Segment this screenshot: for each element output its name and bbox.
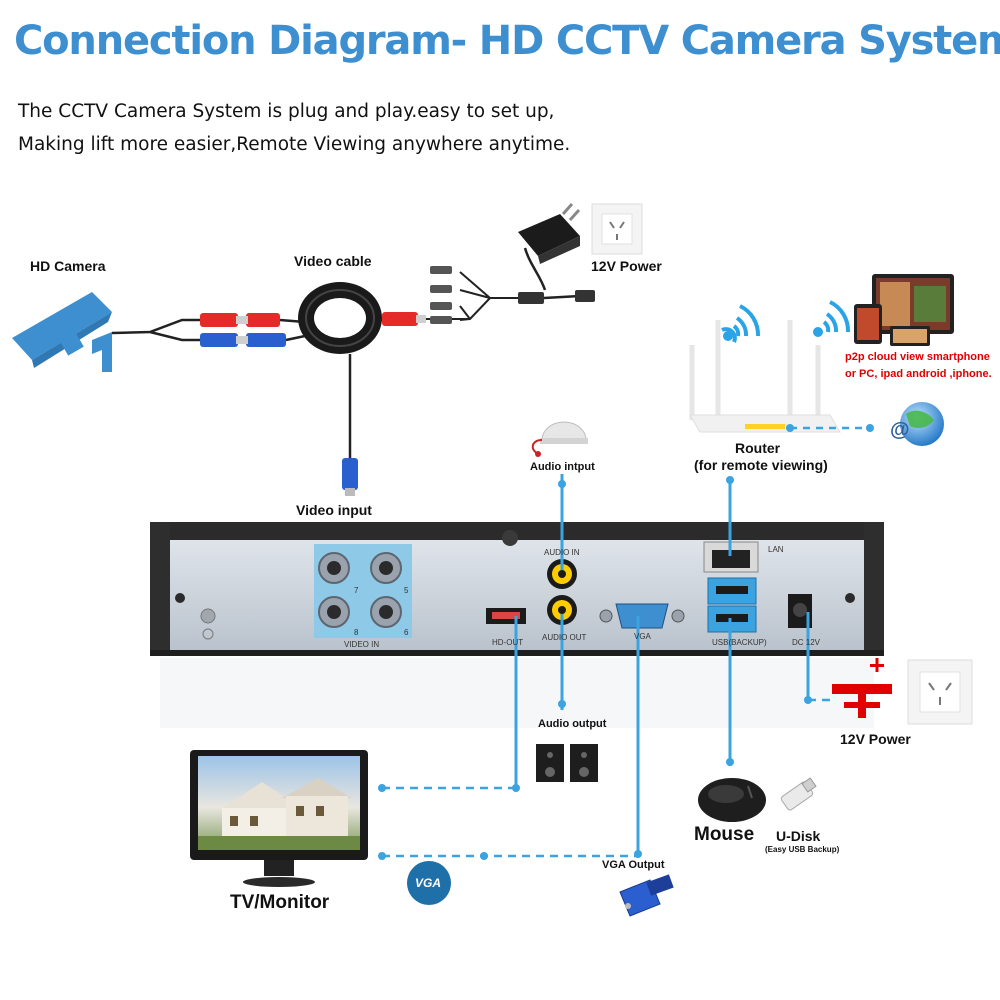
vga-badge (407, 861, 451, 905)
devices-icon (854, 274, 954, 346)
wifi-icon (721, 304, 761, 343)
panel-hd-out: HD-OUT (492, 638, 524, 647)
bnc-connector (318, 552, 350, 584)
vga-plug-icon (619, 874, 674, 917)
mouse-label: Mouse (694, 824, 755, 845)
p2p-line-1: p2p cloud view smartphone (845, 351, 990, 363)
panel-ch5: 5 (404, 586, 409, 595)
cable-coil-icon (298, 282, 382, 354)
audio-output-label: Audio output (538, 718, 607, 730)
video-input-label: Video input (296, 502, 372, 518)
panel-audio-out: AUDIO OUT (542, 633, 587, 642)
bnc-connector (370, 552, 402, 584)
vga-port (599, 603, 685, 629)
tv-monitor-icon (190, 750, 368, 887)
router-label: Router (735, 440, 781, 456)
panel-lan: LAN (768, 545, 784, 554)
svg-text:@: @ (890, 419, 910, 441)
outlet-icon (591, 203, 643, 255)
audio-input-label: Audio intput (530, 461, 595, 473)
diagram-title: Connection Diagram- HD CCTV Camera Syste… (14, 18, 1000, 64)
intro-line-1: The CCTV Camera System is plug and play.… (18, 101, 555, 122)
video-cable-label: Video cable (294, 253, 372, 269)
power-symbol-icon (832, 658, 892, 718)
panel-usb: USB(BACKUP) (712, 638, 767, 647)
router-sublabel: (for remote viewing) (694, 457, 828, 473)
panel-ch7: 7 (354, 586, 359, 595)
power-bottom-label: 12V Power (840, 731, 911, 747)
panel-video-in: VIDEO IN (344, 640, 380, 649)
hd-camera-label: HD Camera (30, 258, 106, 274)
usb-drive-icon (780, 777, 817, 811)
bnc-connector (318, 596, 350, 628)
camera-icon (12, 292, 112, 372)
power-adapter-icon (518, 202, 581, 264)
panel-dc12v: DC 12V (792, 638, 821, 647)
audio-out-port (547, 595, 577, 625)
power-top-label: 12V Power (591, 258, 662, 274)
microphone-icon (531, 421, 588, 457)
intro-line-2: Making lift more easier,Remote Viewing a… (18, 134, 571, 155)
globe-icon: @ (890, 402, 944, 446)
speaker-icon (536, 744, 598, 782)
udisk-label: U-Disk (776, 828, 821, 844)
udisk-sublabel: (Easy USB Backup) (765, 845, 840, 854)
panel-ch8: 8 (354, 628, 359, 637)
vga-output-label: VGA Output (602, 859, 665, 871)
panel-ch6: 6 (404, 628, 409, 637)
outlet-icon (907, 659, 973, 725)
panel-vga: VGA (634, 632, 651, 641)
panel-audio-in: AUDIO IN (544, 548, 580, 557)
p2p-line-2: or PC, ipad android ,iphone. (845, 368, 992, 380)
bnc-connector (370, 596, 402, 628)
vga-badge-label: VGA (415, 876, 442, 890)
router-icon (689, 320, 841, 433)
mouse-icon (698, 778, 766, 822)
audio-in-port (547, 559, 577, 589)
wifi-icon (813, 300, 851, 337)
tv-monitor-label: TV/Monitor (230, 892, 330, 913)
